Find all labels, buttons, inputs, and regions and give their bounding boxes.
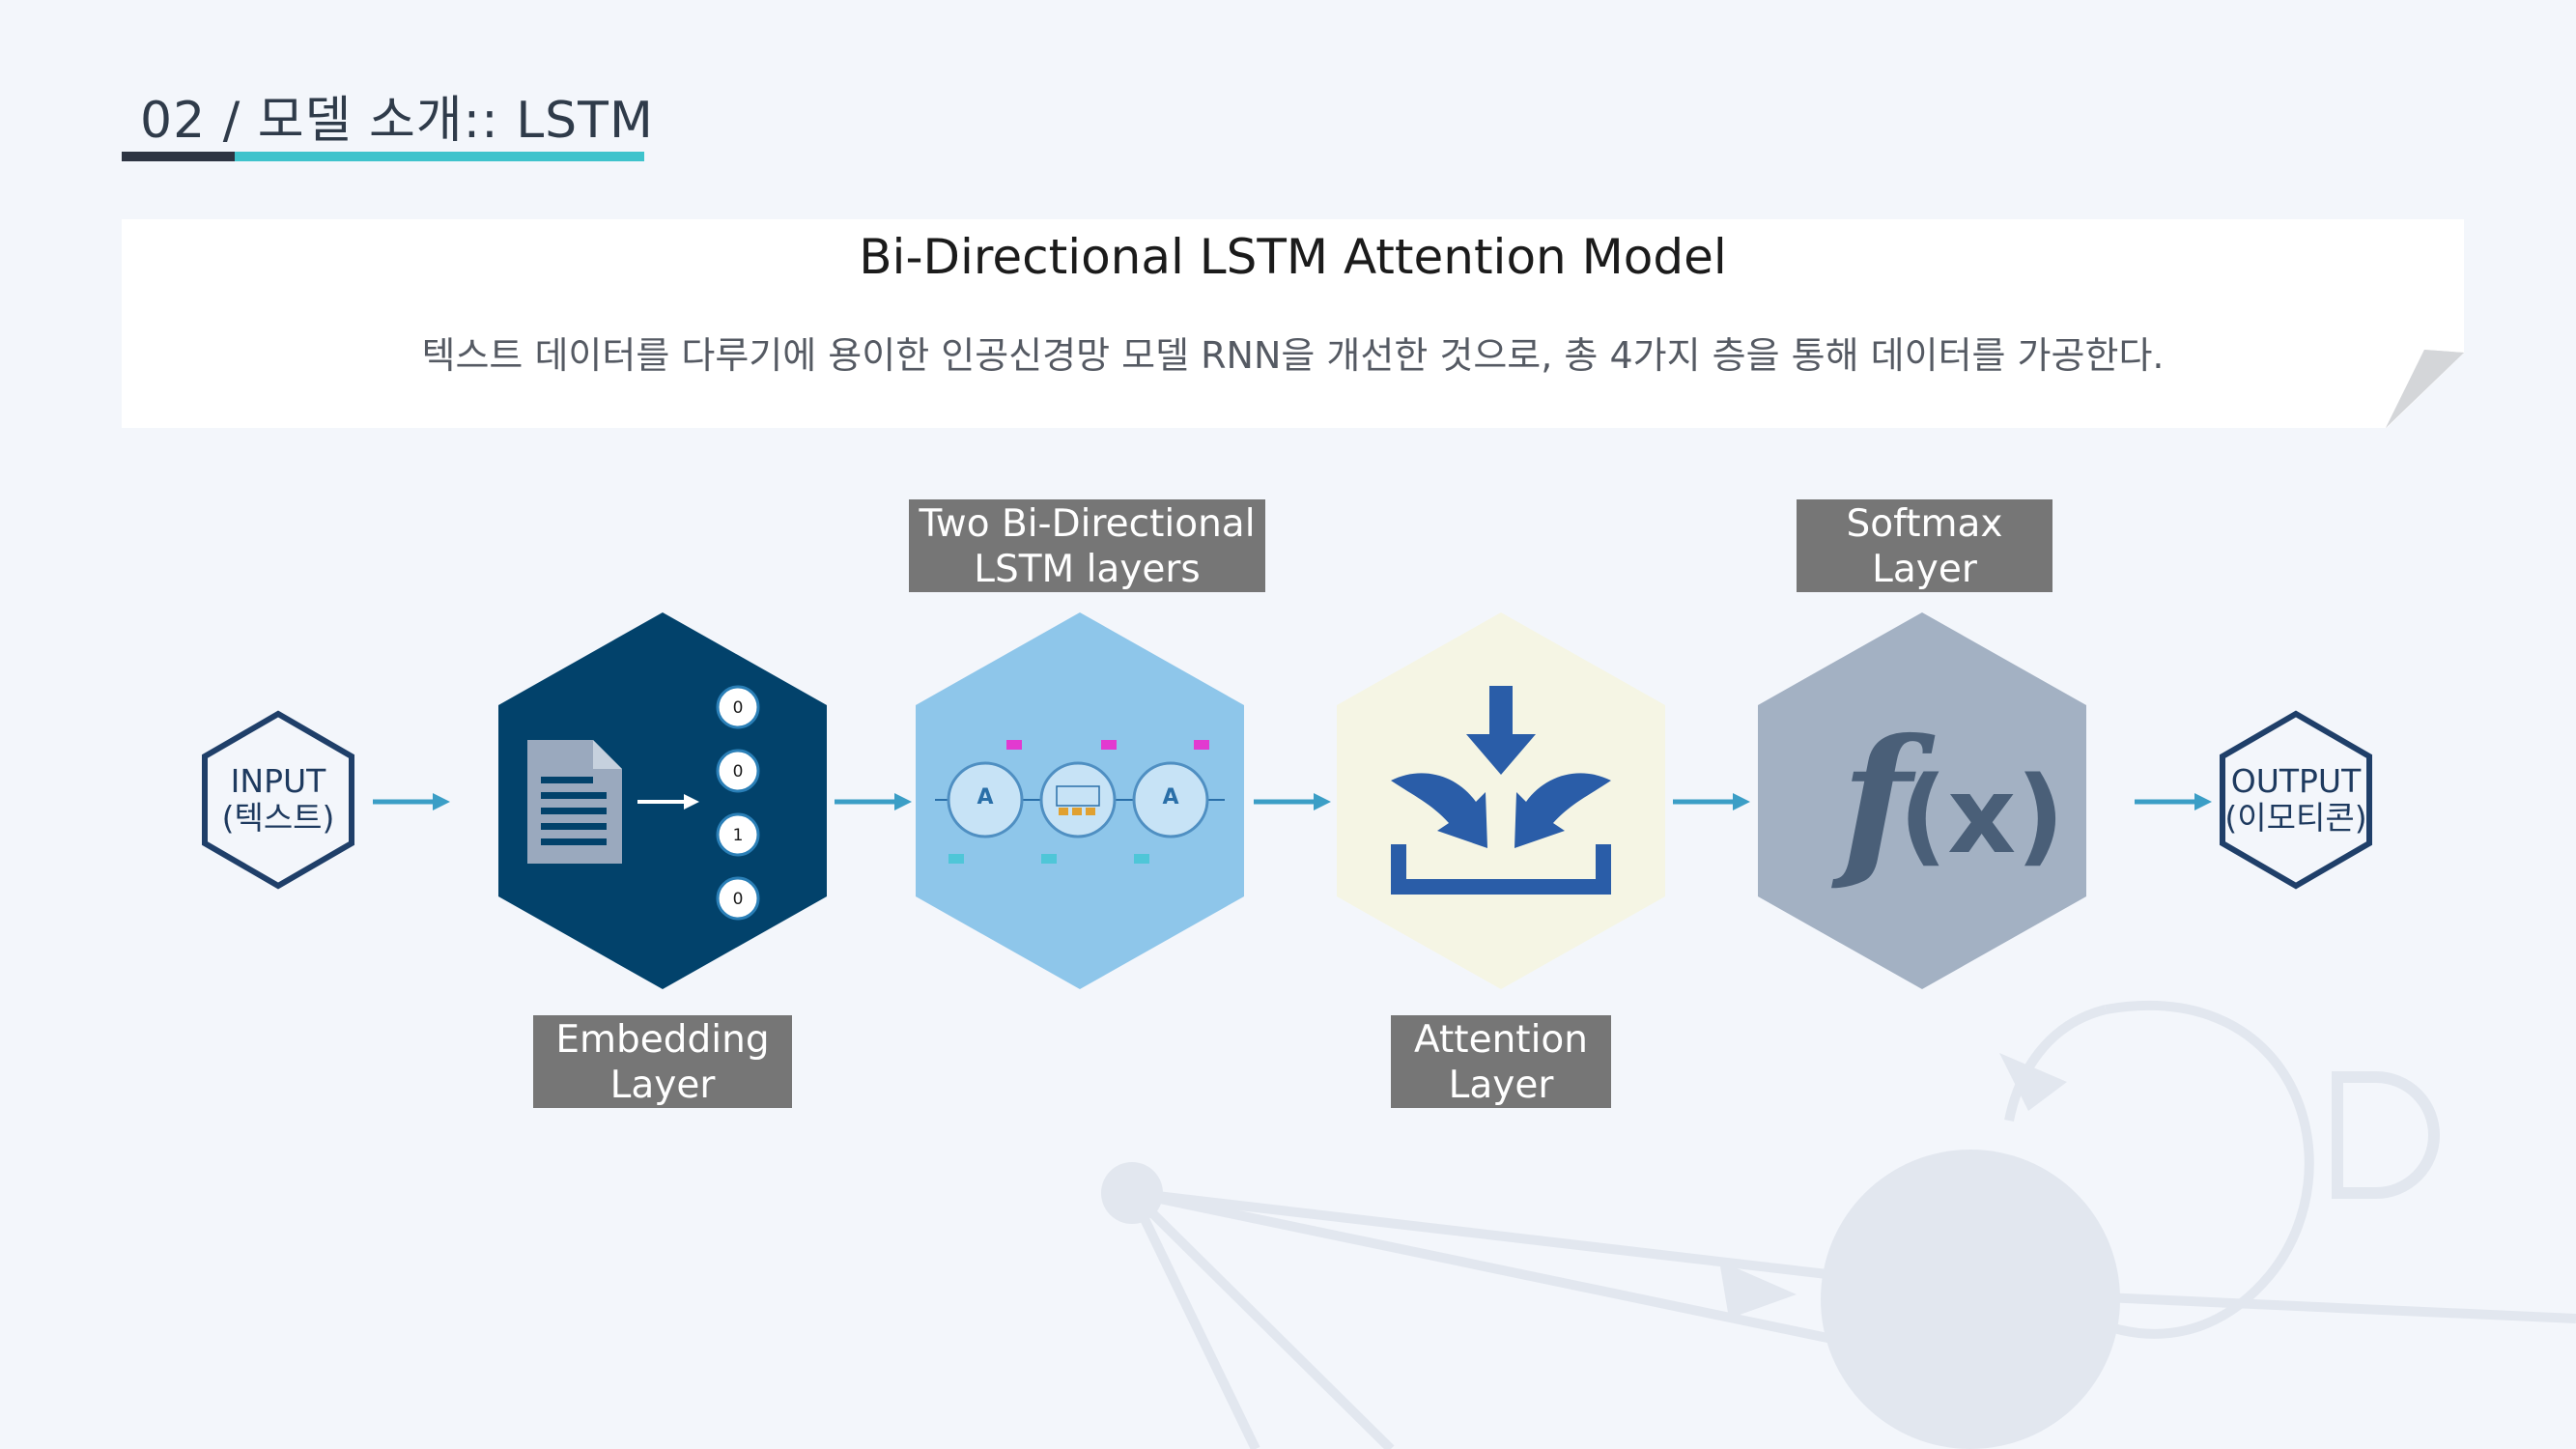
- attention-label: Attention Layer: [1391, 1015, 1611, 1108]
- output-label: OUTPUT: [2230, 762, 2362, 800]
- svg-text:(x): (x): [1899, 753, 2065, 877]
- output-sublabel: (이모티콘): [2224, 799, 2367, 837]
- page-title: 02 / 모델 소개:: LSTM: [140, 92, 654, 150]
- lstm-label: Two Bi-Directional LSTM layers: [909, 499, 1265, 592]
- vector-value-0: 0: [733, 698, 744, 718]
- download-tray-icon: [1391, 686, 1611, 895]
- arrow-lstm-attention: [1254, 793, 1331, 810]
- card-title: Bi-Directional LSTM Attention Model: [859, 229, 1727, 285]
- input-label: INPUT: [230, 762, 326, 800]
- title-underline-dark: [122, 152, 235, 161]
- description-card: Bi-Directional LSTM Attention Model 텍스트 …: [122, 219, 2464, 428]
- attention-hex: [1337, 612, 1665, 989]
- card-description: 텍스트 데이터를 다루기에 용이한 인공신경망 모델 RNN을 개선한 것으로,…: [421, 334, 2165, 377]
- arrow-attention-softmax: [1673, 793, 1750, 810]
- vector-value-3: 0: [733, 890, 744, 909]
- softmax-hex: f (x): [1758, 612, 2086, 989]
- document-icon: [527, 740, 622, 864]
- one-hot-vector: 0 0 1 0: [716, 685, 760, 921]
- arrow-softmax-output: [2135, 793, 2212, 810]
- lstm-cell-label-3: A: [1162, 785, 1178, 810]
- title-underline-teal: [235, 152, 644, 161]
- embedding-hex: 0 0 1 0: [498, 612, 827, 989]
- input-sublabel: (텍스트): [221, 799, 335, 837]
- arrow-input-embedding: [373, 793, 450, 810]
- output-node: OUTPUT (이모티콘): [2217, 763, 2375, 837]
- arrow-embedding-lstm: [835, 793, 912, 810]
- softmax-label: Softmax Layer: [1797, 499, 2052, 592]
- lstm-hex: A A: [916, 612, 1244, 989]
- lstm-cell-label-1: A: [977, 785, 993, 810]
- lstm-cells-diagram: A A: [935, 740, 1225, 864]
- vector-value-1: 0: [733, 762, 744, 781]
- embedding-label: Embedding Layer: [533, 1015, 792, 1108]
- arrow-right-icon: [637, 794, 699, 810]
- input-hex-outline: [202, 710, 354, 890]
- vector-value-2: 1: [733, 826, 744, 845]
- input-node: INPUT (텍스트): [199, 763, 357, 837]
- output-hex-outline: [2220, 710, 2372, 890]
